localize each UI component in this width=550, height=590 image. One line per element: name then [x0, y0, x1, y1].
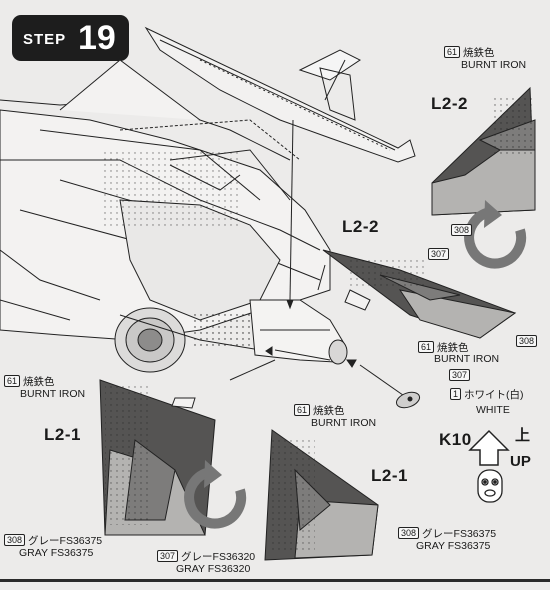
- paint-name-gray-36375: GRAY FS36375: [416, 540, 491, 552]
- face-icon: [477, 469, 503, 503]
- rotate-arrow-icon: [184, 460, 247, 529]
- step-number: 19: [78, 19, 116, 57]
- rotate-arrow-icon: [464, 200, 527, 269]
- part-label-l2-2: L2-2: [342, 217, 379, 236]
- l2-1-left-fin: [99, 379, 216, 536]
- fuselage: [0, 59, 348, 373]
- paint-name-burnt-iron: BURNT IRON: [20, 388, 86, 400]
- up-label-jp: 上: [515, 427, 531, 444]
- l2-2-center-fin: [322, 249, 517, 339]
- part-label-l2-1: L2-1: [44, 425, 81, 444]
- l2-2-detail-fin: [431, 86, 536, 216]
- paint-name-gray-36320: GRAY FS36320: [176, 563, 251, 575]
- page-divider: [0, 579, 550, 582]
- part-label-l2-1: L2-1: [371, 466, 408, 485]
- up-label: UP: [510, 453, 531, 470]
- k10-part: [395, 391, 421, 409]
- paint-number-badge: 307: [449, 369, 473, 382]
- up-arrow-icon: [468, 429, 510, 466]
- paint-name-burnt-iron: BURNT IRON: [311, 417, 377, 429]
- leader-lines: [229, 119, 411, 401]
- paint-name-burnt-iron: BURNT IRON: [434, 353, 500, 365]
- part-label-l2-2: L2-2: [431, 94, 468, 113]
- paint-name-white: WHITE: [476, 404, 510, 416]
- part-label-k10: K10: [439, 430, 472, 449]
- paint-number-badge: 307: [428, 248, 452, 261]
- paint-number-badge: 308: [516, 335, 540, 348]
- l2-1-right-fin: [264, 429, 379, 561]
- paint-name-burnt-iron: BURNT IRON: [461, 59, 527, 71]
- paint-name-gray-36375: GRAY FS36375: [19, 547, 94, 559]
- step-badge: STEP 19: [12, 15, 129, 61]
- paint-number-badge: 308: [451, 224, 475, 237]
- top-stabilizer: [144, 26, 416, 163]
- step-label: STEP: [23, 31, 67, 48]
